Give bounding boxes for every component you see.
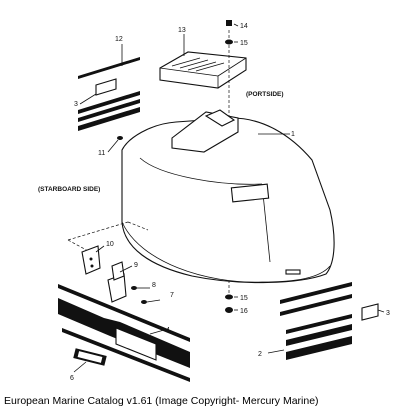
image-caption: European Marine Catalog v1.61 (Image Cop…: [4, 395, 319, 407]
bracket: [81, 245, 101, 275]
callout-15-top: 15: [240, 40, 248, 47]
leader-lines: [73, 23, 385, 373]
portside-label: (PORTSIDE): [246, 91, 284, 98]
callout-15-bottom: 15: [240, 295, 248, 302]
callout-12: 12: [115, 36, 123, 43]
latch-clip: [107, 261, 127, 303]
callout-8: 8: [152, 282, 156, 289]
top-screw-and-washer: [225, 20, 233, 45]
callout-7: 7: [170, 292, 174, 299]
callout-14: 14: [240, 23, 248, 30]
callout-4: 4: [166, 327, 170, 334]
bottom-right-decal-stripes: [280, 282, 379, 360]
bottom-washer-and-screw: [225, 294, 233, 313]
callout-3-right: 3: [386, 310, 390, 317]
callout-1: 1: [291, 131, 295, 138]
callout-2: 2: [258, 351, 262, 358]
callout-numbers: 1 2 3 3 4 6 7 8 9 10 11 12 13 14 15 15 1…: [70, 23, 390, 382]
cover-plate: [159, 51, 247, 89]
callout-16: 16: [240, 308, 248, 315]
callout-10: 10: [106, 241, 114, 248]
callout-11: 11: [98, 150, 105, 157]
top-left-decal-stripes: [78, 57, 140, 131]
callout-6: 6: [70, 375, 74, 382]
side-decal-long: [58, 284, 190, 382]
side-screws: [131, 286, 161, 304]
callout-13: 13: [178, 27, 186, 34]
badge-decal: [73, 348, 107, 366]
engine-cowl: [121, 109, 335, 284]
callout-9: 9: [134, 262, 138, 269]
callout-3-top: 3: [74, 101, 78, 108]
starboard-side-label: (STARBOARD SIDE): [38, 186, 100, 193]
left-screw: [117, 136, 123, 140]
